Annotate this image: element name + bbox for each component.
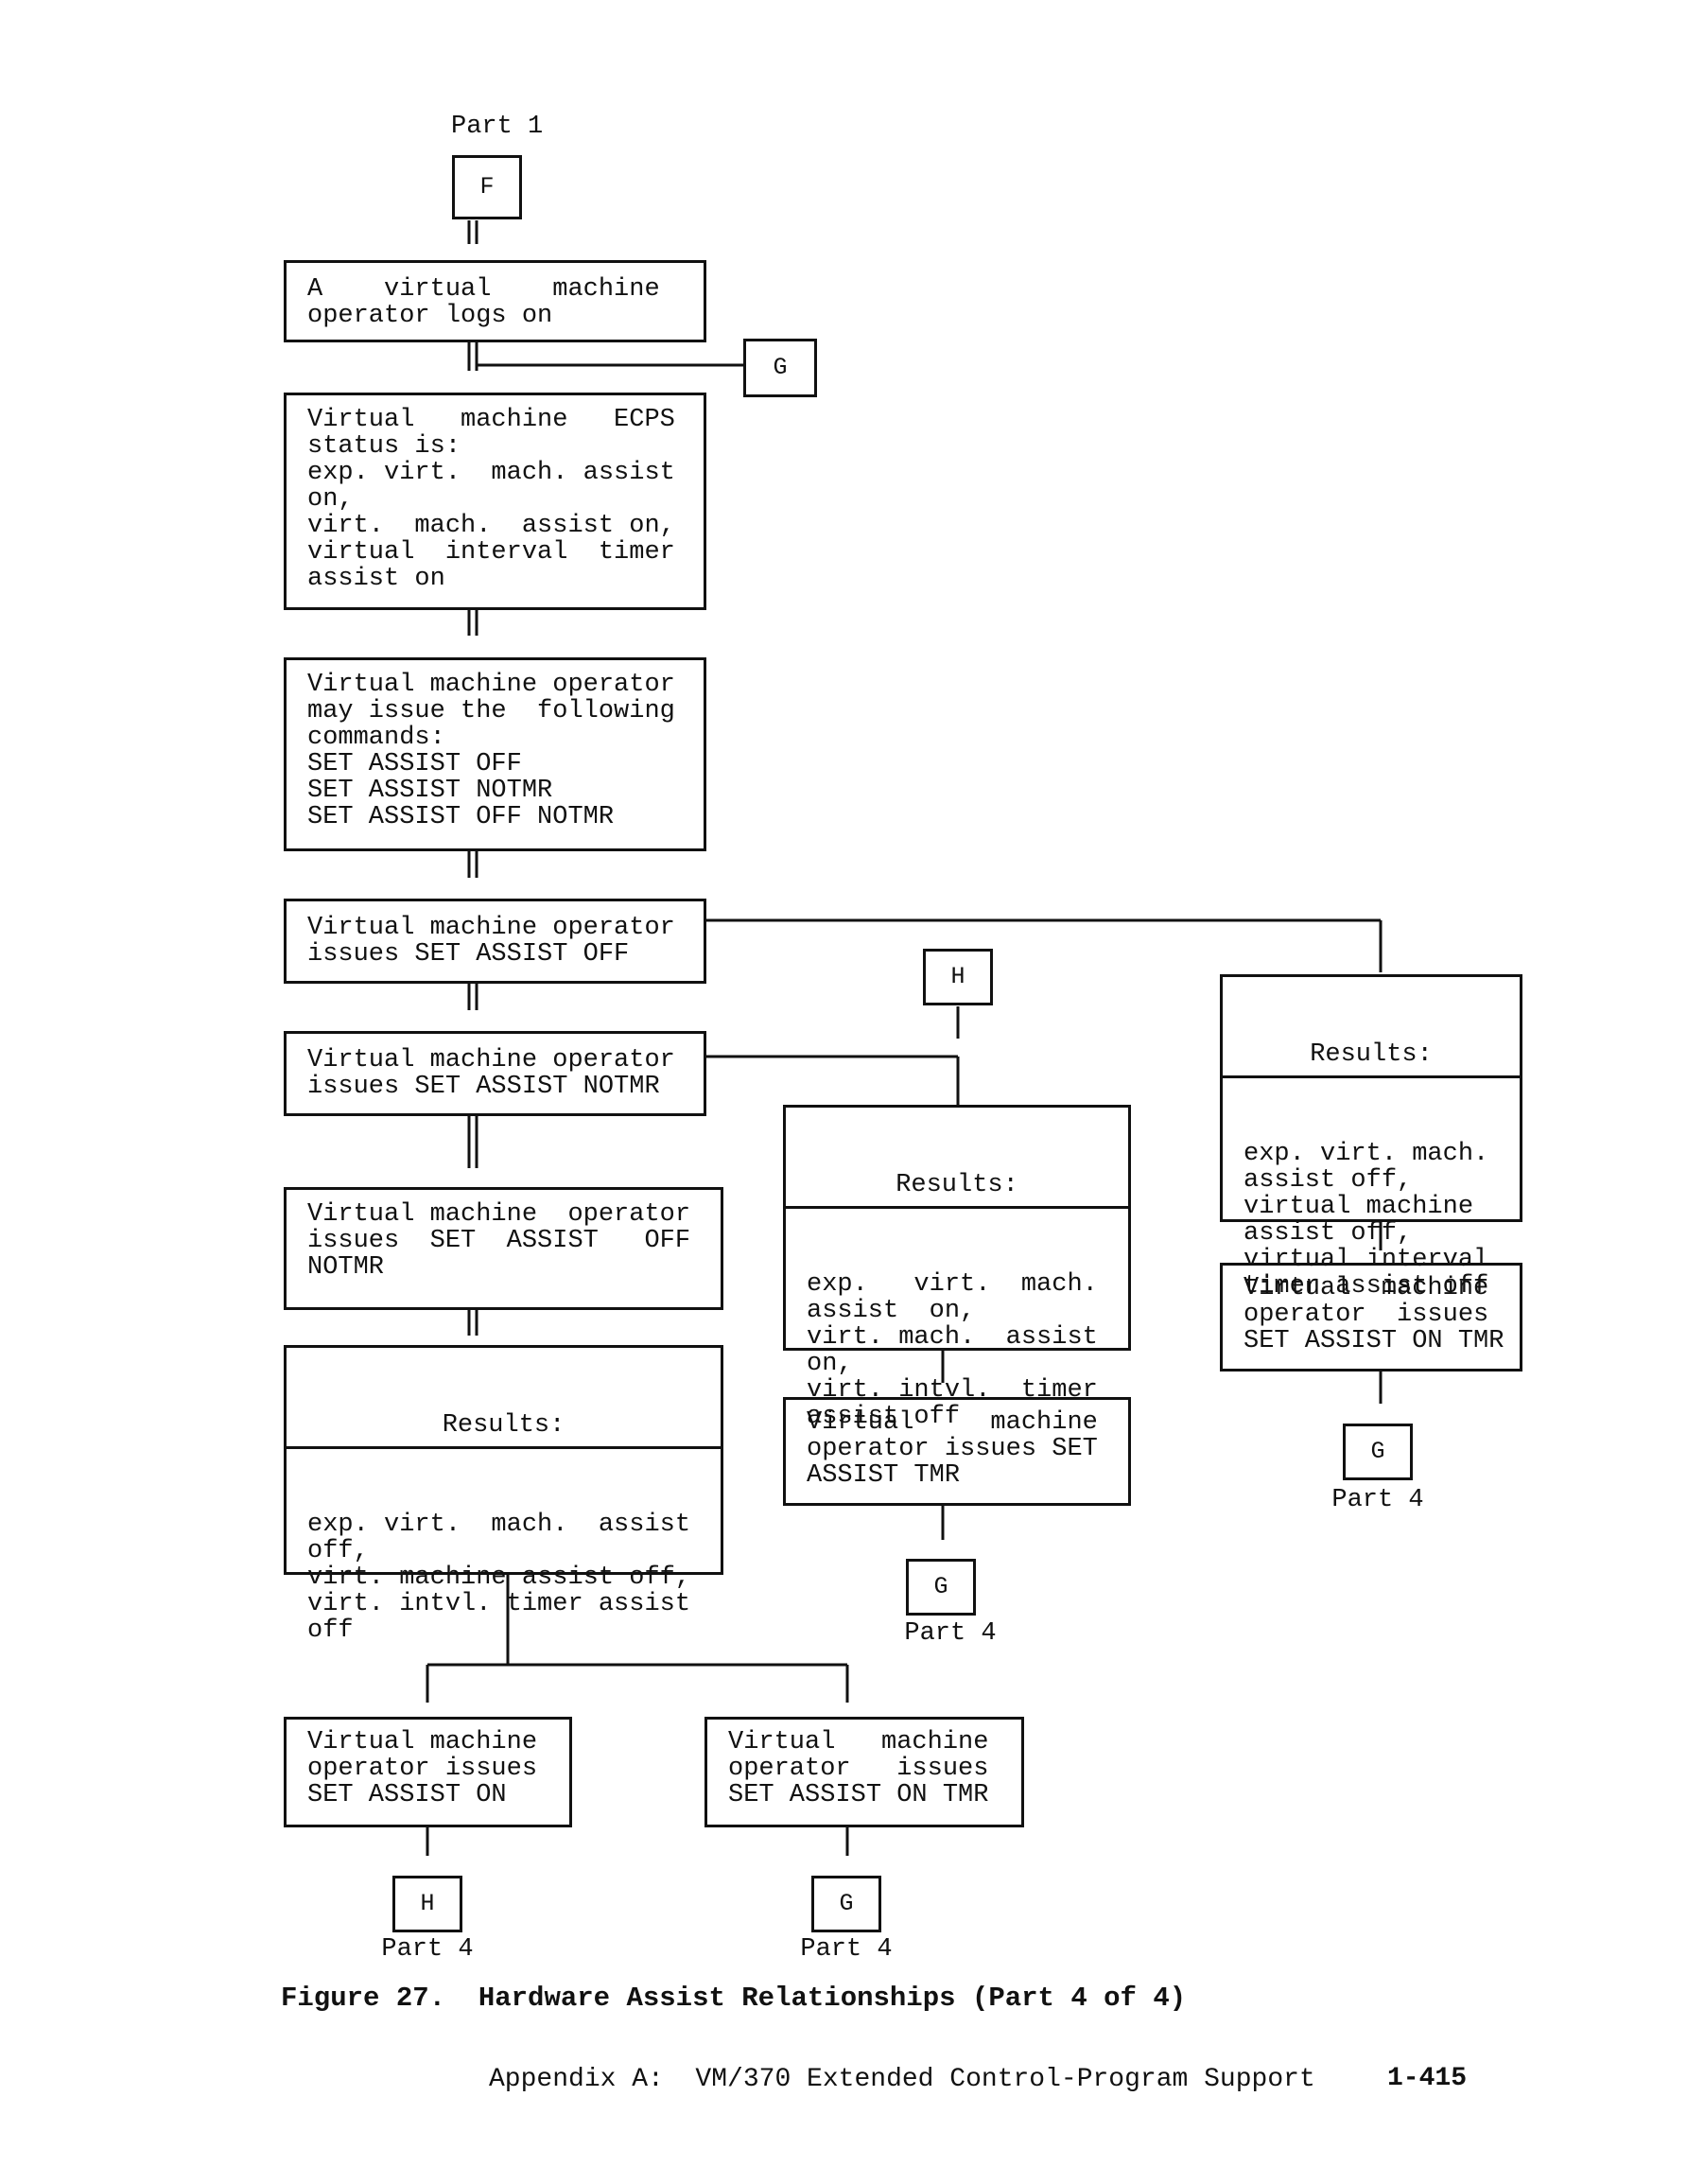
results-mid-heading: Results: [786,1161,1128,1209]
box-issues-set-assist-off: Virtual machine operator issues SET ASSI… [284,899,706,984]
part-4-label-bottom-left: Part 4 [381,1935,474,1964]
connector-h-mid: H [923,949,993,1005]
part-4-label-mid: Part 4 [904,1619,997,1648]
box-operator-logs-on: A virtual machine operator logs on [284,260,706,342]
connector-f: F [452,155,522,219]
results-right-heading: Results: [1223,1030,1520,1078]
figure-caption: Figure 27. Hardware Assist Relationships… [281,1983,1187,2014]
results-box-middle: Results: exp. virt. mach. assist on, vir… [783,1105,1131,1430]
part-4-label-right: Part 4 [1331,1486,1424,1514]
box-set-assist-on: Virtual machine operator issues SET ASSI… [284,1717,572,1827]
box-issues-set-assist-notmr: Virtual machine operator issues SET ASSI… [284,1031,706,1116]
results-left-body: exp. virt. mach. assist off, virt. machi… [307,1511,691,1645]
results-left-heading: Results: [287,1401,721,1449]
footer-text: Appendix A: VM/370 Extended Control-Prog… [489,2065,1315,2094]
connector-g-mid: G [906,1559,976,1616]
page-number: 1-415 [1387,2064,1468,2093]
results-box-left: Results: exp. virt. mach. assist off, vi… [284,1345,723,1644]
results-mid-body: exp. virt. mach. assist on, virt. mach. … [807,1270,1098,1431]
connector-g-top: G [743,339,817,397]
box-set-assist-on-tmr-bottom: Virtual machine operator issues SET ASSI… [704,1717,1024,1827]
box-set-assist-tmr-middle: Virtual machine operator issues SET ASSI… [783,1397,1131,1506]
part-4-label-bottom-right: Part 4 [800,1935,893,1964]
box-set-assist-on-tmr-right: Virtual machine operator issues SET ASSI… [1220,1263,1522,1372]
connector-g-right: G [1343,1424,1413,1480]
results-box-right: Results: exp. virt. mach. assist off, vi… [1220,974,1522,1300]
box-ecps-status: Virtual machine ECPS status is: exp. vir… [284,393,706,610]
results-right-body: exp. virt. mach. assist off, virtual mac… [1244,1140,1489,1301]
connector-g-bottom: G [811,1876,881,1932]
box-may-issue-commands: Virtual machine operator may issue the f… [284,657,706,851]
connector-h-bottom: H [392,1876,462,1932]
box-issues-set-assist-off-notmr: Virtual machine operator issues SET ASSI… [284,1187,723,1310]
part-1-label: Part 1 [451,113,544,141]
